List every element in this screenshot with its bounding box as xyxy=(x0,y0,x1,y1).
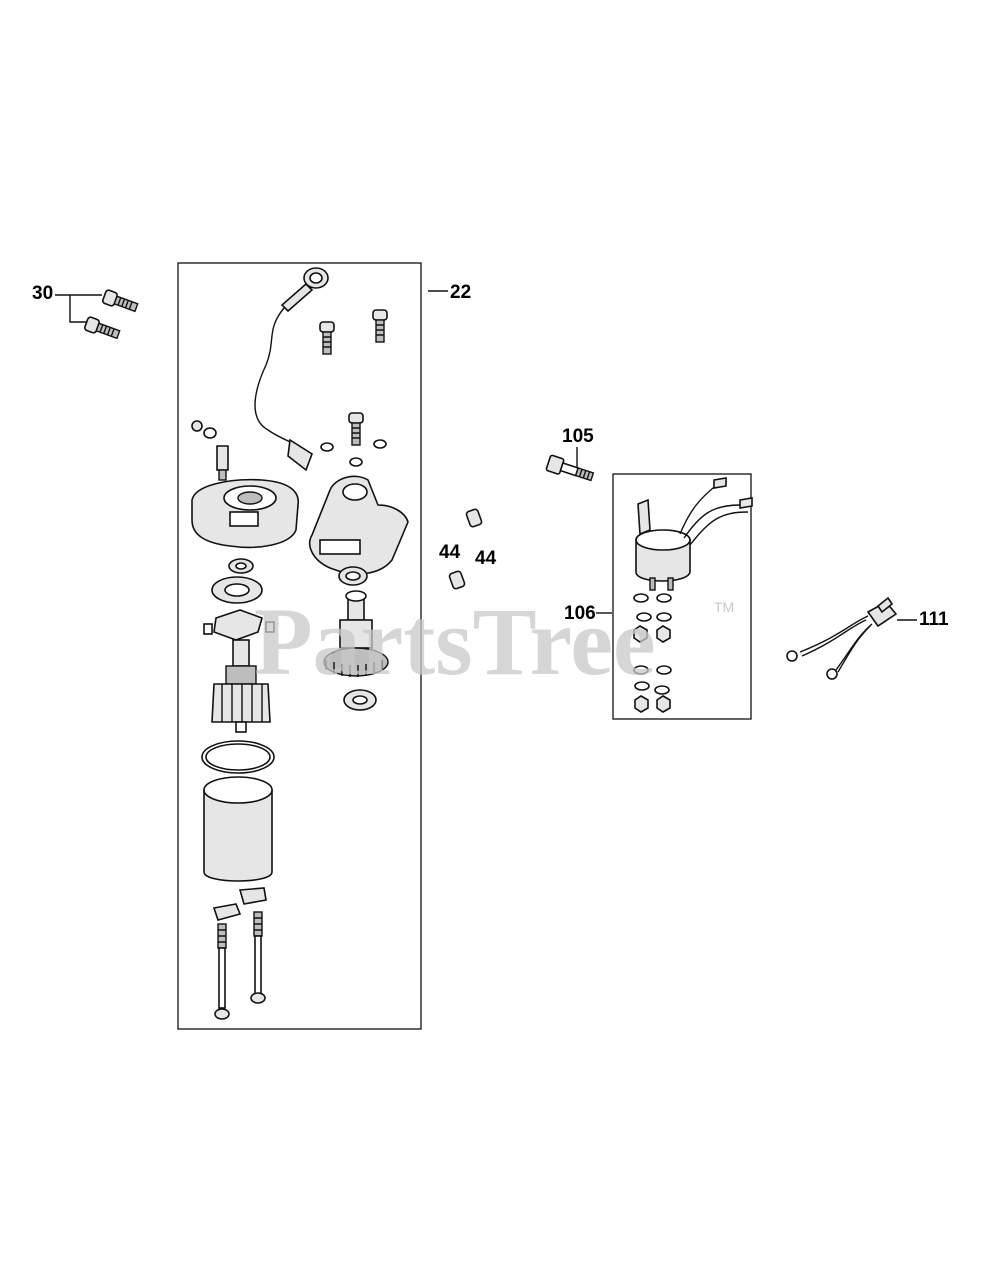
callout-105[interactable]: 105 xyxy=(562,426,594,447)
solenoid-icon xyxy=(635,477,753,591)
tab-a-icon xyxy=(212,903,242,921)
end-housing-icon xyxy=(191,478,299,549)
screw-30a-icon xyxy=(102,289,139,313)
motor-frame-icon xyxy=(203,776,273,882)
bolt-22b-icon xyxy=(372,309,388,343)
callout-30[interactable]: 30 xyxy=(32,283,53,304)
tab-b-icon xyxy=(238,887,267,905)
item-106-group: 106 xyxy=(564,473,753,720)
item-105-group: 105 xyxy=(545,426,595,482)
brush-plate-icon xyxy=(203,609,275,641)
through-bolt-b-icon xyxy=(250,911,266,1004)
bearing-b-icon xyxy=(211,576,263,604)
bolt-22c-icon xyxy=(348,412,364,446)
item-30-group: 30 xyxy=(32,283,139,340)
bolt-105-icon xyxy=(545,454,595,482)
screw-30b-icon xyxy=(84,316,121,340)
callout-111[interactable]: 111 xyxy=(919,609,949,630)
washer-set-22-icon xyxy=(320,439,387,467)
bearing-a-icon xyxy=(228,558,254,574)
terminal-post-icon xyxy=(191,420,229,481)
callout-106[interactable]: 106 xyxy=(564,603,596,624)
dowel-pin-b-icon xyxy=(448,570,466,590)
watermark: PartsTree TM xyxy=(254,588,734,695)
item-111-group: 111 xyxy=(786,596,949,680)
drive-housing-icon xyxy=(308,475,409,575)
armature-icon xyxy=(211,639,271,733)
callout-22[interactable]: 22 xyxy=(450,282,471,303)
through-bolt-a-icon xyxy=(214,923,230,1020)
solenoid-kit-box xyxy=(612,473,752,720)
washer-nut-stack-icon xyxy=(633,593,672,713)
item-44-group: 44 44 xyxy=(439,508,497,590)
wire-lead-icon xyxy=(254,267,329,472)
bearing-d-icon xyxy=(343,689,377,711)
bolt-22a-icon xyxy=(319,321,335,355)
callout-44b[interactable]: 44 xyxy=(475,548,497,569)
o-ring-icon xyxy=(201,740,275,774)
starter-assembly-box xyxy=(177,262,422,1030)
bearing-c-icon xyxy=(338,566,368,586)
item-22-group: 22 xyxy=(177,262,471,1030)
wire-harness-icon xyxy=(786,596,898,680)
leader-30 xyxy=(55,294,102,323)
pinion-drive-icon xyxy=(323,590,389,677)
watermark-text: PartsTree xyxy=(254,588,656,695)
callout-44a[interactable]: 44 xyxy=(439,542,461,563)
dowel-pin-a-icon xyxy=(465,508,483,528)
watermark-tm: TM xyxy=(714,599,734,615)
